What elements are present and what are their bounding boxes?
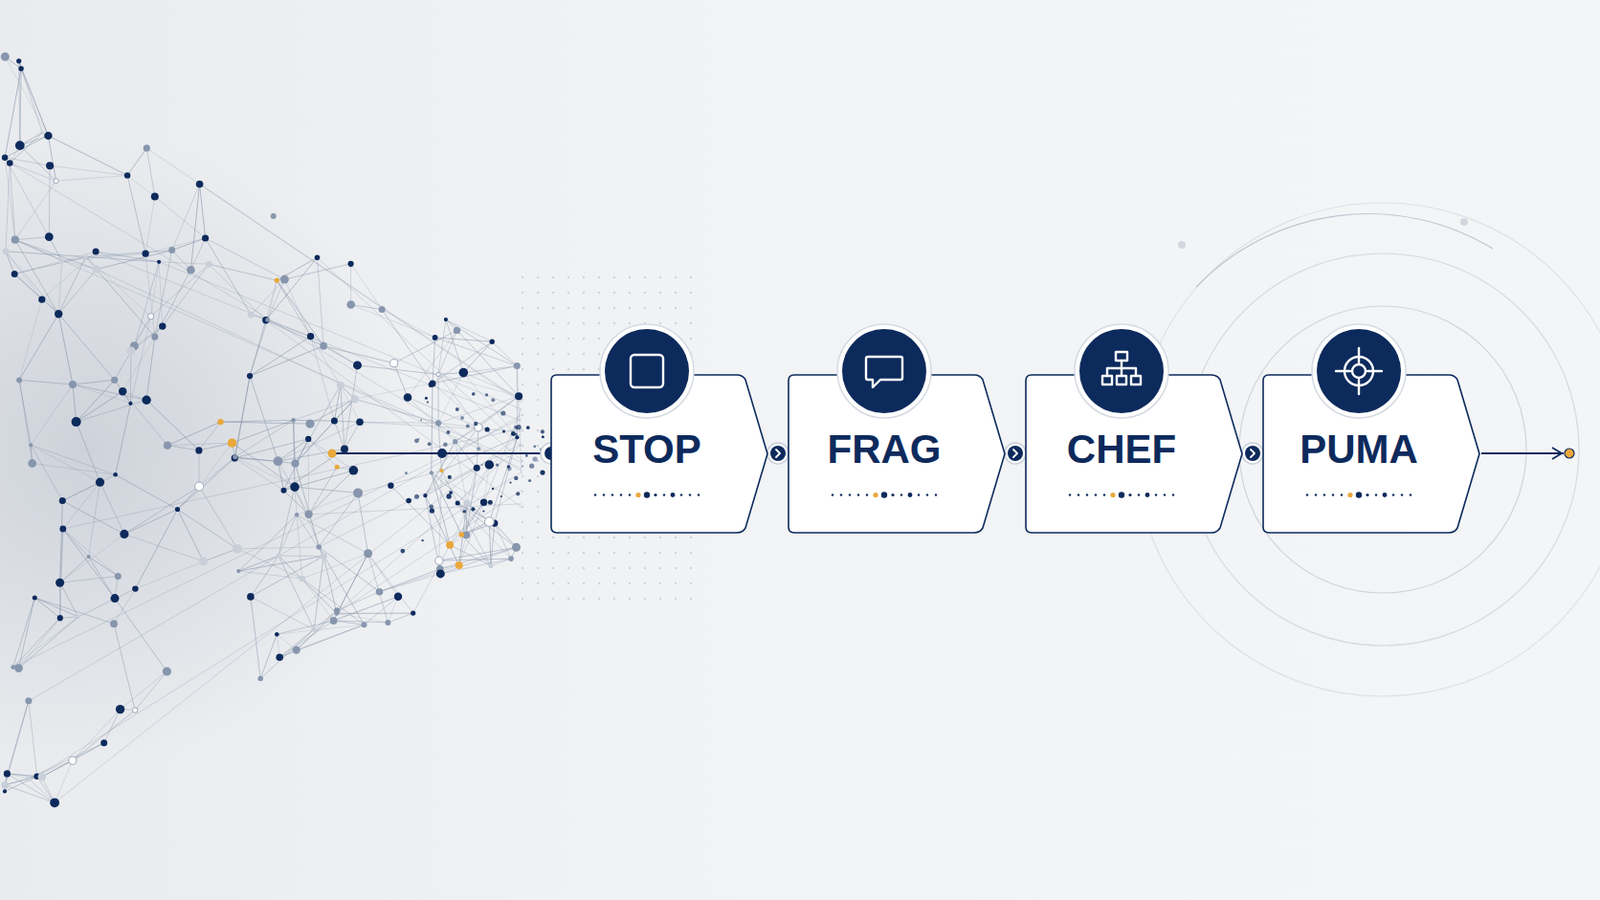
step-label: FRAG	[788, 427, 980, 472]
input-dot	[437, 448, 447, 459]
step-label: STOP	[551, 427, 743, 472]
flow-connector	[1242, 443, 1264, 465]
step-icon	[834, 321, 934, 422]
output-dot	[1564, 448, 1575, 459]
step-icon	[1071, 321, 1172, 422]
step-icon	[597, 321, 697, 422]
output-line	[1481, 452, 1564, 455]
input-dot	[328, 449, 337, 459]
step-icon	[1309, 321, 1409, 422]
output-arrow	[1552, 447, 1562, 460]
step-label: PUMA	[1263, 427, 1455, 472]
flow-connector	[767, 443, 789, 465]
step-label: CHEF	[1025, 427, 1218, 472]
network-graph	[0, 52, 546, 808]
network-nodes	[0, 52, 546, 808]
flow-connector	[1004, 443, 1026, 465]
network-links	[4, 56, 522, 803]
